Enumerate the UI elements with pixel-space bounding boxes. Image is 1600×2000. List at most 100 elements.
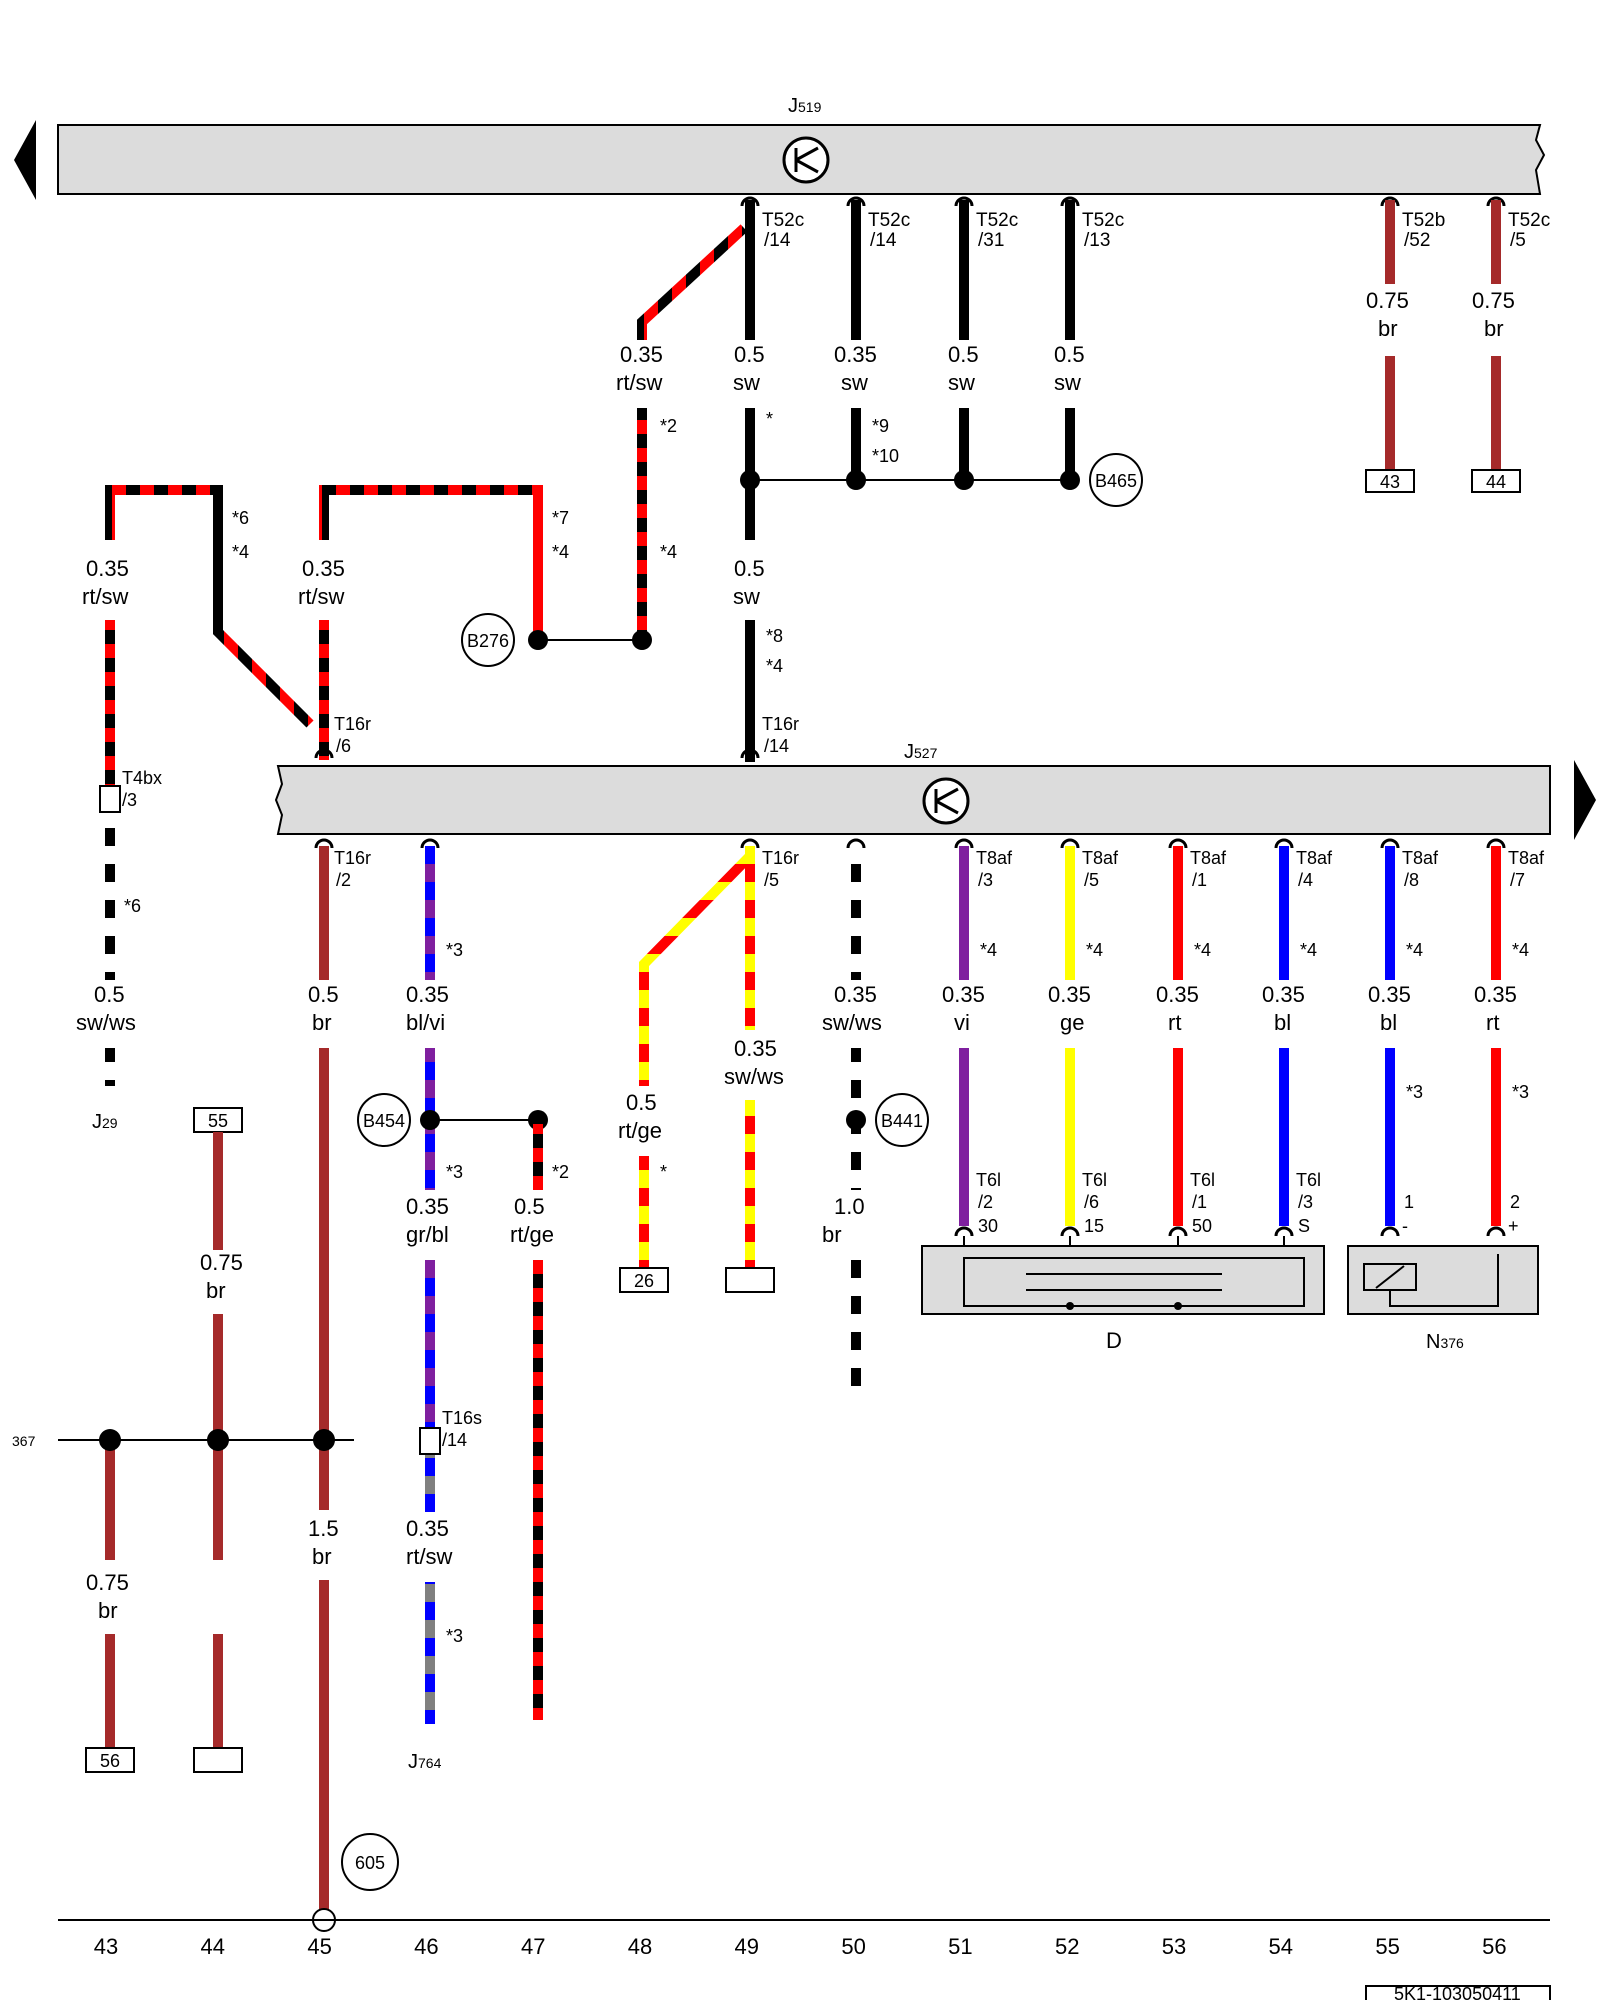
wire-50-note2: *10 (872, 446, 899, 466)
wire-43-loop (105, 485, 314, 728)
pin-hook (1486, 1226, 1506, 1237)
bottom-wires: T8af/3*40.35viT6l/230T8af/5*40.35geT6l/6… (942, 846, 1545, 1306)
wire-55-size: 0.35 (1368, 982, 1411, 1007)
svg-text:J764: J764 (408, 1751, 442, 1773)
svg-text:*3: *3 (446, 1626, 463, 1646)
svg-text:B454: B454 (363, 1111, 405, 1131)
wire-51-note: *4 (980, 940, 997, 960)
module-j527-name: J (904, 741, 914, 763)
column-number: 44 (201, 1934, 225, 1959)
splice-b276: B276 (461, 613, 515, 667)
wire-52-note: *4 (1086, 940, 1103, 960)
svg-text:T16r: T16r (334, 848, 371, 868)
wire-51-size: 0.35 (942, 982, 985, 1007)
svg-text:br: br (98, 1598, 118, 1623)
wire-53-note: *4 (1194, 940, 1211, 960)
wire-53-pinnum: /1 (1192, 870, 1207, 890)
svg-text:T52c: T52c (868, 210, 910, 231)
svg-text:T52b: T52b (1402, 210, 1445, 231)
wire-50-color: sw (841, 370, 868, 395)
svg-text:sw/ws: sw/ws (724, 1064, 784, 1089)
left-arrow-icon (14, 120, 36, 200)
wire-51-color: vi (954, 1010, 970, 1035)
pin-hook (1168, 1226, 1188, 1237)
svg-text:B441: B441 (881, 1111, 923, 1131)
wire-55-sign: - (1402, 1216, 1408, 1236)
svg-text:/5: /5 (1510, 230, 1526, 251)
svg-text:T16s: T16s (442, 1408, 482, 1428)
svg-text:T4bx: T4bx (122, 768, 162, 788)
svg-text:rt/sw: rt/sw (406, 1544, 453, 1569)
svg-text:1.0: 1.0 (834, 1194, 865, 1219)
junction-dot (1060, 470, 1080, 490)
ref-box-56 (193, 1747, 243, 1773)
module-j519-name: J (788, 95, 798, 117)
wire-49mid-pinnum: /14 (764, 736, 789, 756)
wire-54-lower-num: /3 (1298, 1192, 1313, 1212)
pin-hooks-top (740, 196, 1506, 207)
junction-dot (420, 1110, 440, 1130)
svg-text:0.75: 0.75 (86, 1570, 129, 1595)
wire-55-size: 0.75 (1366, 288, 1409, 313)
wire-56-color: rt (1486, 1010, 1499, 1035)
wire-52-pin: T8af (1082, 848, 1119, 868)
svg-text:B276: B276 (467, 631, 509, 651)
svg-text:bl/vi: bl/vi (406, 1010, 445, 1035)
wire-48-note2: *4 (660, 542, 677, 562)
module-j527 (274, 765, 1551, 835)
svg-text:0.5: 0.5 (308, 982, 339, 1007)
junction-dot (846, 1110, 866, 1130)
pin-hooks-mid (314, 748, 1506, 849)
svg-text:*2: *2 (552, 1162, 569, 1182)
ground-605: 605 (341, 1833, 399, 1891)
svg-text:sw/ws: sw/ws (822, 1010, 882, 1035)
wire-56-pinnum: /7 (1510, 870, 1525, 890)
wire-54-pinnum: /4 (1298, 870, 1313, 890)
svg-text:/13: /13 (1084, 230, 1110, 251)
wire-50-size: 0.35 (834, 342, 877, 367)
wire-49-color: sw (733, 370, 760, 395)
svg-text:/31: /31 (978, 230, 1004, 251)
svg-text:*4: *4 (552, 542, 569, 562)
svg-text:br: br (822, 1222, 842, 1247)
wire-52-lower-num: /6 (1084, 1192, 1099, 1212)
splice-b465-label: B465 (1095, 471, 1137, 491)
svg-text:br: br (312, 1544, 332, 1569)
wire-52-lower-pin: T6l (1082, 1170, 1107, 1190)
wire-55-term: 1 (1404, 1192, 1414, 1212)
svg-text:*4: *4 (232, 542, 249, 562)
wire-53-lower-num: /1 (1192, 1192, 1207, 1212)
svg-text:0.5: 0.5 (626, 1090, 657, 1115)
splice-b454: B454 (357, 1093, 411, 1147)
pin-labels-top: T52c /14 T52c /14 T52c /31 T52c /13 T52b… (762, 210, 1550, 251)
svg-text:43: 43 (1380, 472, 1400, 492)
column-number: 43 (94, 1934, 118, 1959)
junction-dot (99, 1429, 121, 1451)
svg-text:/14: /14 (442, 1430, 467, 1450)
ref-box-15: 55 (193, 1107, 243, 1133)
wire-43a-size: 0.35 (86, 556, 129, 581)
svg-text:gr/bl: gr/bl (406, 1222, 449, 1247)
junction-dot (632, 630, 652, 650)
document-id: 5K1-103050411 (1365, 1984, 1551, 2000)
wire-53-term: 50 (1192, 1216, 1212, 1236)
wire-45-loop (319, 485, 543, 760)
svg-text:0.35: 0.35 (302, 556, 345, 581)
svg-text:J519: J519 (788, 95, 822, 117)
wire-56-note: *4 (1512, 940, 1529, 960)
transistor-icon (922, 777, 970, 825)
wire-50-note1: *9 (872, 416, 889, 436)
svg-text:0.35: 0.35 (406, 1194, 449, 1219)
svg-text:/14: /14 (870, 230, 897, 251)
svg-text:/3: /3 (122, 790, 137, 810)
wire-49-size: 0.5 (734, 342, 765, 367)
svg-text:605: 605 (355, 1853, 385, 1873)
wire-52-pinnum: /5 (1084, 870, 1099, 890)
column-number: 47 (521, 1934, 545, 1959)
component-n-label: N (1426, 1331, 1440, 1353)
wire-54-color: bl (1274, 1010, 1291, 1035)
wire-49mid-note2: *4 (766, 656, 783, 676)
component-d-label: D (1106, 1328, 1122, 1353)
junction-dot (740, 470, 760, 490)
wire-49mid-size: 0.5 (734, 556, 765, 581)
